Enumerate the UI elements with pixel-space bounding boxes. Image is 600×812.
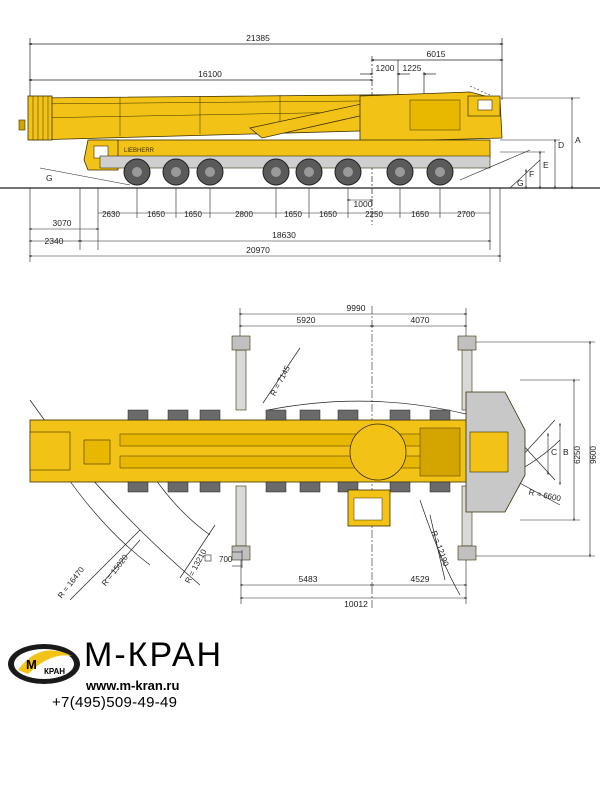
dim-5920: 5920	[297, 315, 316, 325]
top-view: 9990 5920 4070 R = 7145 R = 16470 R = 15…	[29, 303, 598, 610]
brand-phone[interactable]: +7(495)509-49-49	[52, 694, 178, 711]
label-C: C	[551, 447, 557, 457]
dim-700: 700	[219, 555, 233, 564]
dim-9600: 9600	[589, 446, 598, 464]
dim-1225: 1225	[403, 63, 422, 73]
dim-axle-9: 2700	[457, 210, 475, 219]
dim-10012: 10012	[344, 599, 368, 609]
dim-4529: 4529	[411, 574, 430, 584]
radius-15020: R = 15020	[100, 552, 130, 587]
crane-carrier: LIEBHERR	[83, 139, 491, 171]
dim-front-overhang: 3070	[53, 218, 72, 228]
label-E: E	[543, 160, 549, 170]
radius-7145: R = 7145	[269, 364, 293, 398]
brand-website[interactable]: www.m-kran.ru	[86, 678, 180, 693]
dim-1000: 1000	[354, 199, 373, 209]
label-A: A	[575, 135, 581, 145]
side-view: 21385 16100 6015 1200 1225	[0, 33, 600, 262]
truck-brand-label: LIEBHERR	[124, 148, 155, 154]
dim-axle-3: 1650	[184, 210, 202, 219]
brand-logo: М КРАН	[8, 644, 80, 684]
dim-boom-length: 16100	[198, 69, 222, 79]
dim-18630: 18630	[272, 230, 296, 240]
dim-5483: 5483	[299, 574, 318, 584]
dim-axle-4: 2800	[235, 210, 253, 219]
dim-1200: 1200	[376, 63, 395, 73]
label-G-front: G	[46, 173, 53, 183]
dim-axle-1: 2630	[102, 210, 120, 219]
dim-2340: 2340	[45, 236, 64, 246]
dim-axle-2: 1650	[147, 210, 165, 219]
radius-6600: R = 6600	[528, 488, 562, 504]
crane-superstructure	[359, 85, 503, 143]
label-F: F	[529, 169, 534, 179]
logo-text: КРАН	[44, 667, 65, 676]
dim-rear-length: 6015	[427, 49, 446, 59]
dim-total-length: 21385	[246, 33, 270, 43]
dim-axle-5: 1650	[284, 210, 302, 219]
radius-12190: R = 12190	[429, 529, 450, 567]
brand-block: М-КРАН www.m-kran.ru +7(495)509-49-49	[8, 636, 268, 716]
radius-16470: R = 16470	[56, 565, 86, 600]
brand-name: М-КРАН	[84, 636, 224, 674]
crane-cab-top	[347, 489, 391, 527]
dim-6250: 6250	[573, 446, 582, 464]
radius-13210: R = 13210	[183, 547, 209, 585]
crane-chassis-top	[29, 391, 526, 513]
dim-axle-7: 2250	[365, 210, 383, 219]
label-D: D	[558, 140, 564, 150]
label-B: B	[563, 447, 569, 457]
crane-wheels-top	[127, 409, 451, 493]
dim-axle-6: 1650	[319, 210, 337, 219]
dim-axle-8: 1650	[411, 210, 429, 219]
dim-4070: 4070	[411, 315, 430, 325]
dim-9990: 9990	[347, 303, 366, 313]
dim-20970: 20970	[246, 245, 270, 255]
outriggers	[231, 335, 477, 561]
label-G-rear: G	[517, 178, 524, 188]
logo-letter: М	[26, 657, 37, 672]
